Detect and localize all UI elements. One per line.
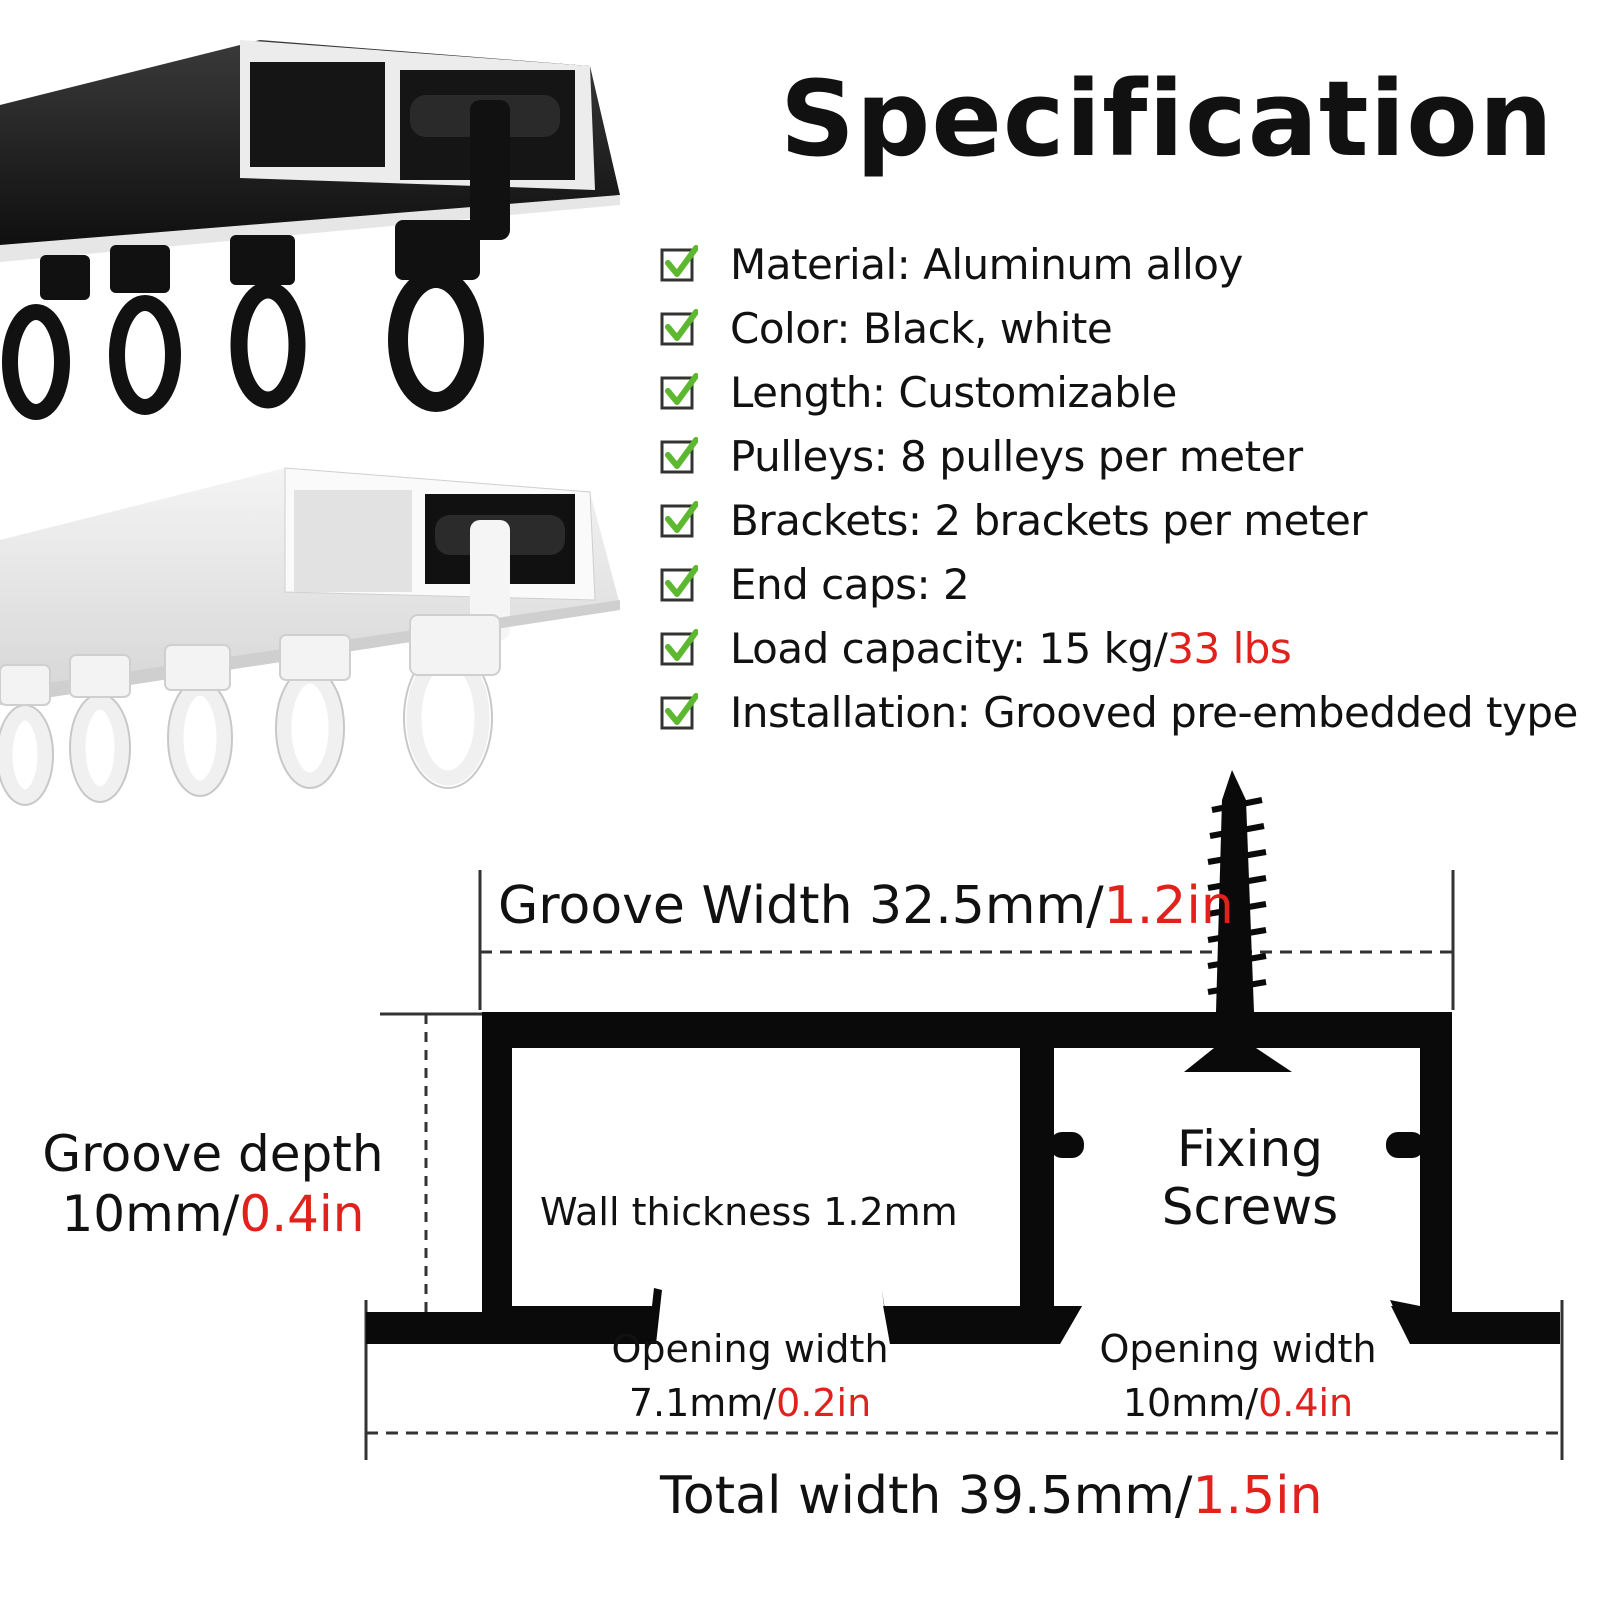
spec-list: Material: Aluminum alloy Color: Black, w… — [660, 232, 1578, 744]
checkbox-checked-icon — [660, 245, 698, 283]
total-width-label: Total width 39.5mm/1.5in — [660, 1466, 1323, 1526]
groove-depth-label: Groove depth 10mm/0.4in — [42, 1125, 384, 1243]
checkbox-checked-icon — [660, 565, 698, 603]
spec-item: Brackets: 2 brackets per meter — [660, 488, 1578, 552]
spec-item: Material: Aluminum alloy — [660, 232, 1578, 296]
page-title: Specification — [780, 58, 1554, 180]
wall-thickness-label: Wall thickness 1.2mm — [540, 1190, 958, 1234]
fixing-screws-label: Fixing Screws — [1161, 1120, 1339, 1236]
groove-width-label: Groove Width 32.5mm/1.2in — [498, 876, 1234, 936]
spec-item: Load capacity: 15 kg/33 lbs — [660, 616, 1578, 680]
opening-width-left-label: Opening width 7.1mm/0.2in — [611, 1327, 889, 1425]
screw-icon — [1184, 770, 1292, 1072]
product-photos — [0, 40, 620, 806]
spec-item: Color: Black, white — [660, 296, 1578, 360]
spec-item: Length: Customizable — [660, 360, 1578, 424]
opening-width-right-label: Opening width 10mm/0.4in — [1099, 1327, 1377, 1425]
spec-item: Installation: Grooved pre-embedded type — [660, 680, 1578, 744]
checkbox-checked-icon — [660, 693, 698, 731]
checkbox-checked-icon — [660, 629, 698, 667]
checkbox-checked-icon — [660, 501, 698, 539]
spec-item: End caps: 2 — [660, 552, 1578, 616]
spec-item: Pulleys: 8 pulleys per meter — [660, 424, 1578, 488]
checkbox-checked-icon — [660, 373, 698, 411]
checkbox-checked-icon — [660, 437, 698, 475]
checkbox-checked-icon — [660, 309, 698, 347]
white-rail-photo — [0, 467, 620, 806]
black-rail-photo — [0, 40, 620, 420]
